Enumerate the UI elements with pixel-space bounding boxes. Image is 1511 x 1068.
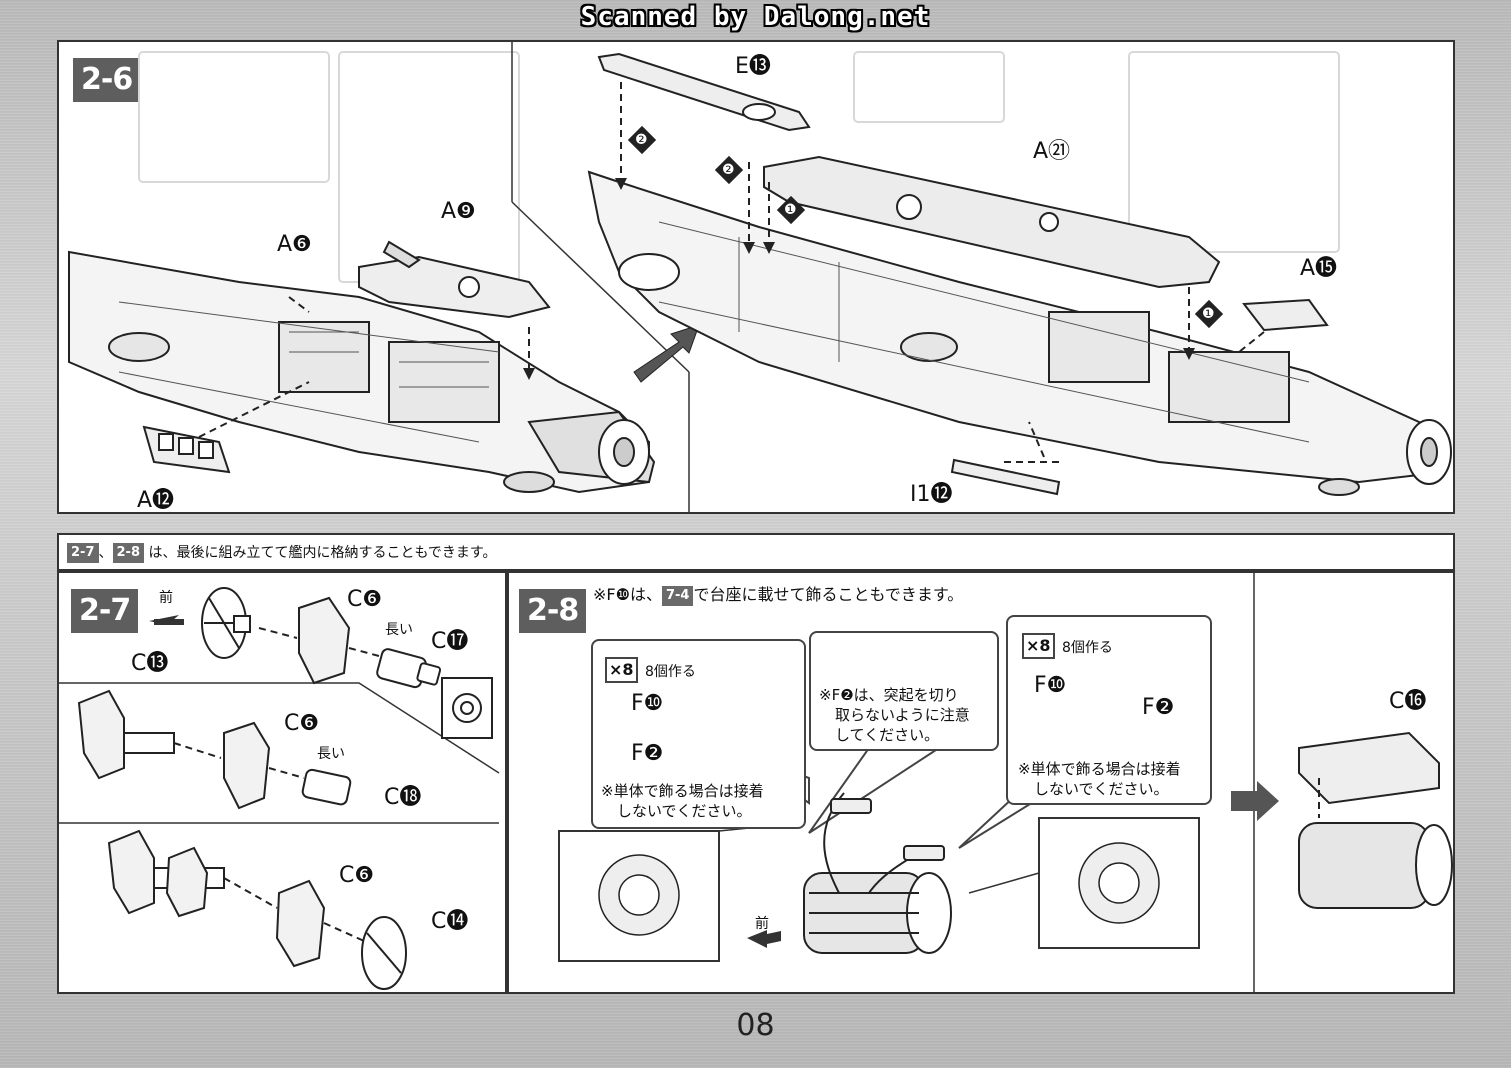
label-a9: A❾ bbox=[441, 199, 476, 224]
label-a6: A❻ bbox=[277, 232, 312, 257]
label-a12: A⓬ bbox=[137, 488, 175, 513]
page-number: 08 bbox=[736, 1008, 775, 1043]
right-note-line2: しないでください。 bbox=[1034, 780, 1169, 798]
label-c6-top: C❻ bbox=[347, 587, 383, 612]
order-mark-2: ❷ bbox=[722, 162, 735, 178]
left-note-line2: しないでください。 bbox=[617, 802, 752, 820]
center-note-line3: してください。 bbox=[835, 726, 940, 744]
order-mark-3: ❶ bbox=[784, 202, 797, 218]
label-c17: C⓱ bbox=[431, 629, 469, 654]
label-front-arrow-2-8: 前 bbox=[755, 916, 769, 932]
step-7-4-ref-badge: 7-4 bbox=[661, 585, 694, 606]
label-c6-bottom: C❻ bbox=[339, 863, 375, 888]
right-label-f2: F❷ bbox=[1142, 695, 1175, 720]
right-multiplier-badge: ×8 bbox=[1022, 633, 1055, 659]
label-e13: E⓭ bbox=[735, 54, 771, 79]
storage-note-text: は、最後に組み立てて艦内に格納することもできます。 bbox=[148, 545, 497, 561]
label-c18: C⓲ bbox=[384, 785, 422, 810]
step-2-8-badge: 2-8 bbox=[519, 589, 587, 633]
storage-note-bar: 2-7、2-8 は、最後に組み立てて艦内に格納することもできます。 bbox=[57, 533, 1455, 571]
step-2-7-ref-badge: 2-7 bbox=[67, 543, 99, 563]
step-2-6-badge: 2-6 bbox=[73, 58, 141, 102]
label-front-arrow: 前 bbox=[159, 590, 173, 606]
center-callout-box: ※F❷は、突起を切り 取らないように注意 してください。 bbox=[809, 631, 999, 751]
storage-note: 2-7、2-8 は、最後に組み立てて艦内に格納することもできます。 bbox=[67, 542, 497, 563]
left-label-f10: F❿ bbox=[631, 691, 664, 716]
scan-watermark: Scanned by Dalong.net bbox=[580, 2, 931, 32]
order-mark-1: ❷ bbox=[635, 132, 648, 148]
left-make-text: 8個作る bbox=[645, 664, 696, 680]
left-label-f2: F❷ bbox=[631, 741, 664, 766]
label-c6-middle: C❻ bbox=[284, 711, 320, 736]
left-multiplier-badge: ×8 bbox=[605, 657, 638, 683]
order-mark-4: ❶ bbox=[1202, 306, 1215, 322]
label-c13: C⓭ bbox=[131, 651, 169, 676]
label-long-top: 長い bbox=[385, 622, 413, 638]
step-2-6-panel: 2-6 bbox=[57, 40, 1455, 514]
label-c14: C⓮ bbox=[431, 909, 469, 934]
right-subassembly-box: ×8 8個作る F❿ F❷ ※単体で飾る場合は接着 しないでください。 bbox=[1006, 615, 1212, 805]
left-subassembly-box: ×8 8個作る F❿ F❷ ※単体で飾る場合は接着 しないでください。 bbox=[591, 639, 806, 829]
left-note-line1: ※単体で飾る場合は接着 bbox=[601, 782, 764, 800]
label-long-middle: 長い bbox=[317, 746, 345, 762]
step-2-7-badge: 2-7 bbox=[71, 589, 139, 633]
step-2-8-ref-badge: 2-8 bbox=[112, 543, 144, 563]
label-a15: A⓯ bbox=[1300, 256, 1338, 281]
label-a21: A㉑ bbox=[1033, 139, 1071, 164]
step-2-6-diagram bbox=[68, 42, 1452, 512]
step-2-7-panel: 2-7 bbox=[57, 571, 507, 994]
right-note-line1: ※単体で飾る場合は接着 bbox=[1018, 760, 1181, 778]
center-note-line2: 取らないように注意 bbox=[835, 706, 970, 724]
label-c16: C⓰ bbox=[1389, 689, 1427, 714]
step-2-7-diagram bbox=[59, 587, 500, 990]
right-make-text: 8個作る bbox=[1062, 640, 1113, 656]
label-i1-12: I1⓬ bbox=[910, 482, 953, 507]
right-label-f10: F❿ bbox=[1034, 673, 1067, 698]
center-note-line1: ※F❷は、突起を切り bbox=[819, 686, 959, 704]
